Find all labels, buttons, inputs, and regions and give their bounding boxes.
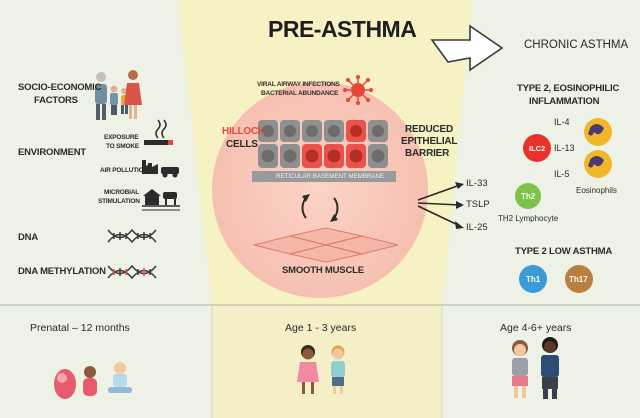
label-viral-2: BACTERIAL ABUNDANCE bbox=[261, 90, 339, 97]
age-prenatal-label: Prenatal – 12 months bbox=[30, 322, 130, 334]
family-icon bbox=[95, 70, 142, 120]
boy-child-icon bbox=[541, 337, 559, 399]
label-microbial-1: MICROBIAL bbox=[104, 189, 140, 196]
basement-membrane bbox=[252, 171, 396, 182]
ilc2-label: ILC2 bbox=[529, 144, 546, 153]
cytokine-arrows bbox=[417, 184, 461, 227]
cycle-arrows-icon bbox=[301, 194, 339, 222]
fetus-icon bbox=[54, 369, 76, 399]
cytokine-tslp: TSLP bbox=[466, 199, 490, 210]
th17-label: Th17 bbox=[569, 275, 588, 284]
ilc2-cell-icon bbox=[523, 134, 551, 162]
label-hillock-2: CELLS bbox=[226, 139, 258, 150]
label-socio-economic-1: SOCIO-ECONOMIC bbox=[18, 82, 102, 93]
infant-icon bbox=[83, 366, 97, 396]
progression-arrow-icon bbox=[430, 24, 504, 72]
farm-icon bbox=[142, 189, 180, 211]
cytokine-il25: IL-25 bbox=[466, 222, 488, 233]
eosinophil-icon bbox=[584, 118, 612, 178]
label-reduced-3: BARRIER bbox=[405, 148, 450, 159]
th2-caption: TH2 Lymphocyte bbox=[498, 214, 559, 223]
label-exposure-smoke-1: EXPOSURE bbox=[104, 134, 139, 141]
label-smooth-muscle: SMOOTH MUSCLE bbox=[282, 265, 364, 276]
th17-cell-icon bbox=[565, 265, 593, 293]
dna-methylation-icon bbox=[107, 264, 157, 280]
virus-icon bbox=[343, 75, 373, 105]
th1-cell-icon bbox=[519, 265, 547, 293]
label-socio-economic-2: FACTORS bbox=[34, 95, 78, 106]
smooth-muscle-mesh bbox=[253, 227, 399, 263]
th2-cell-icon bbox=[515, 183, 541, 209]
th1-label: Th1 bbox=[526, 275, 541, 284]
age-4-6-label: Age 4-6+ years bbox=[500, 322, 572, 334]
type2low-title: TYPE 2 LOW ASTHMA bbox=[515, 246, 613, 257]
label-air-pollution: AIR POLLUTION bbox=[100, 167, 148, 174]
age-1-3-label: Age 1 - 3 years bbox=[285, 322, 357, 334]
type2-title-2: INFLAMMATION bbox=[529, 96, 600, 107]
label-basement-membrane: RETICULAR BASEMENT MEMBRANE bbox=[276, 173, 385, 180]
baby-sitting-icon bbox=[108, 362, 132, 393]
il4-label: IL-4 bbox=[554, 117, 570, 127]
girl-child-icon bbox=[512, 340, 528, 398]
label-reduced-2: EPITHELIAL bbox=[401, 136, 458, 147]
boy-toddler-icon bbox=[331, 345, 345, 394]
factory-icon bbox=[142, 160, 179, 178]
type2-title-1: TYPE 2, EOSINOPHILIC bbox=[517, 83, 620, 94]
dna-icon bbox=[107, 228, 157, 244]
cytokine-arrowheads bbox=[455, 182, 464, 229]
label-dna: DNA bbox=[18, 232, 38, 243]
cytokine-il33: IL-33 bbox=[466, 178, 488, 189]
label-reduced-1: REDUCED bbox=[405, 124, 454, 135]
epithelial-cells bbox=[258, 120, 388, 168]
label-microbial-2: STIMULATION bbox=[98, 198, 140, 205]
center-funnel-bottom bbox=[212, 305, 442, 418]
eosinophils-label: Eosinophils bbox=[576, 186, 617, 195]
th2-label: Th2 bbox=[521, 192, 536, 201]
il5-label: IL-5 bbox=[554, 169, 570, 179]
girl-toddler-icon bbox=[297, 345, 319, 394]
label-exposure-smoke-2: TO SMOKE bbox=[106, 143, 139, 150]
page-title: PRE-ASTHMA bbox=[268, 16, 417, 42]
label-dna-methylation: DNA METHYLATION bbox=[18, 266, 106, 277]
il13-label: IL-13 bbox=[554, 143, 575, 153]
label-hillock-1: HILLOCK bbox=[222, 126, 266, 137]
chronic-asthma-title: CHRONIC ASTHMA bbox=[524, 39, 629, 51]
label-environment: ENVIRONMENT bbox=[18, 147, 86, 158]
label-viral-1: VIRAL AIRWAY INFECTIONS bbox=[257, 81, 340, 88]
cigarette-icon bbox=[144, 119, 173, 145]
